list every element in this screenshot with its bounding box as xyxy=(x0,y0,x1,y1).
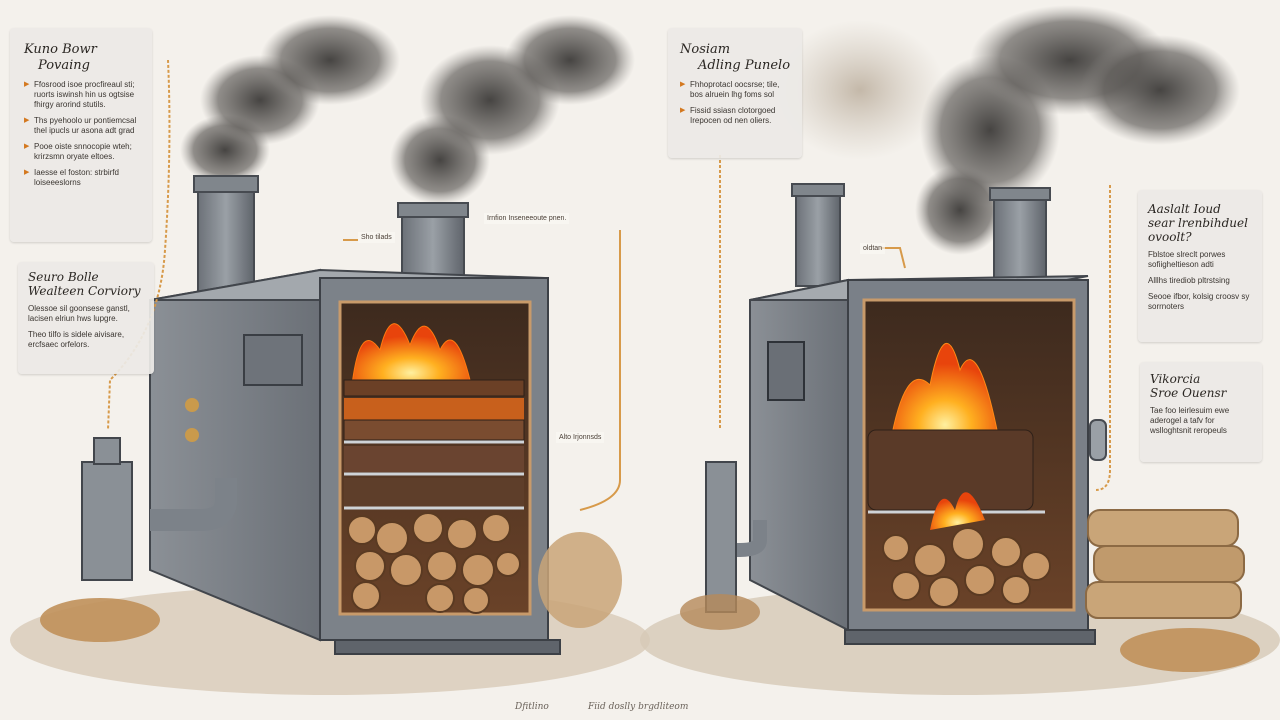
flame-right xyxy=(889,342,1001,446)
pump-right xyxy=(705,461,737,613)
panel-title-line1: Kuno Bowr xyxy=(24,42,97,57)
logs-left xyxy=(347,512,521,614)
panel-title-line1: Nosiam xyxy=(680,42,731,57)
panel-item: Fblstoe slreclt porwes sofiigheltieson a… xyxy=(1148,250,1226,269)
straw-bundle xyxy=(1085,509,1245,619)
fuel-pile-right xyxy=(867,429,1034,511)
info-panel-right-2: Vikorcia Sroe Ouensr Tae foo leirlesuim … xyxy=(1140,362,1262,462)
logs-right xyxy=(882,527,1051,608)
panel-item: Tae foo leirlesuim ewe aderogel a tafv f… xyxy=(1150,406,1230,435)
panel-title: Aaslalt Ioud sear lrenbihduel ovoolt? xyxy=(1148,202,1254,244)
smoke-right xyxy=(775,5,1240,255)
panel-item: Fhhoprotacl oocsrse; tile, bos alruein l… xyxy=(680,80,792,100)
panel-item: Olessoe sil goonsese ganstl, lacisen elr… xyxy=(28,304,130,323)
panel-item: Pooe oiste snnocopie wteh; krirzsmn orya… xyxy=(24,142,142,162)
panel-title-line3: ovoolt? xyxy=(1148,230,1192,244)
callout-left-right: Irnfion Inseneeoute pnen. xyxy=(484,213,570,224)
panel-title-line1: Seuro Bolle xyxy=(28,270,99,284)
chimney-right-1 xyxy=(795,185,841,287)
info-panel-right-1: Aaslalt Ioud sear lrenbihduel ovoolt? Fb… xyxy=(1138,190,1262,342)
info-panel-right-top: Nosiam Adling Punelo Fhhoprotacl oocsrse… xyxy=(668,28,802,158)
footer-right-caption: Fiid doslly brgdliteom xyxy=(588,702,689,712)
panel-item: Fissid ssiasn clotorgoed Irepocen od nen… xyxy=(680,106,792,126)
smoke-left xyxy=(180,15,635,205)
info-panel-left-top: Kuno Bowr Povaing Ffosrood isoe procfire… xyxy=(10,28,152,242)
panel-title-line2: Sroe Ouensr xyxy=(1150,386,1227,400)
panel-item: Alllhs tirediob pltrstsing xyxy=(1148,276,1230,285)
panel-title: Nosiam Adling Punelo xyxy=(680,42,792,74)
panel-title-line2: Wealteen Corviory xyxy=(28,284,141,298)
chimney-right-2 xyxy=(993,189,1047,281)
panel-item: Ffosrood isoe procfireaul sti; ruorts is… xyxy=(24,80,142,110)
panel-title-line1: Aaslalt Ioud xyxy=(1148,202,1221,216)
pump-left xyxy=(81,461,133,581)
footer-left-caption: Dfitlino xyxy=(515,702,549,712)
panel-item: Seooe ifbor, kolsig croosv sy sorrnoters xyxy=(1148,292,1250,311)
panel-item: Ths pyehoolo ur pontiemcsal thel ipucls … xyxy=(24,116,142,136)
panel-item: Iaesse el foston: strbirfd loiseeeslorns xyxy=(24,168,142,188)
callout-left-grate: Alto Irjonnsds xyxy=(556,432,605,443)
panel-title: Kuno Bowr Povaing xyxy=(24,42,142,74)
furnace-right-side xyxy=(749,278,849,632)
panel-title-line2: Povaing xyxy=(38,58,90,73)
furnace-left-side xyxy=(149,268,321,642)
info-panel-left-mid: Seuro Bolle Wealteen Corviory Olessoe si… xyxy=(18,262,154,374)
panel-title-line2: sear lrenbihduel xyxy=(1148,216,1248,230)
flame-left xyxy=(351,323,471,386)
panel-item: Theo tilfo is sidele aivisare, ercfsaec … xyxy=(28,330,125,349)
panel-title: Seuro Bolle Wealteen Corviory xyxy=(28,270,146,298)
callout-left-top: Sho tilads xyxy=(358,232,395,243)
panel-title-line2: Adling Punelo xyxy=(698,58,791,73)
panel-title: Vikorcia Sroe Ouensr xyxy=(1150,372,1254,400)
panel-title-line1: Vikorcia xyxy=(1150,372,1201,386)
callout-right-top: oldtan xyxy=(860,243,886,254)
